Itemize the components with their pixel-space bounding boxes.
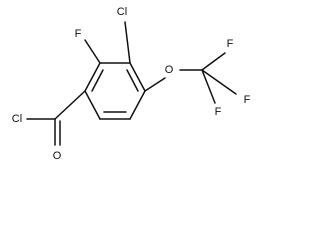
atom-label-cf3-fluorine-bottom: F	[215, 106, 222, 118]
atom-label-ring-fluorine: F	[75, 28, 82, 40]
bond-cf3-to-right-fluorine	[201, 69, 237, 95]
bond-ring-to-chlorine	[124, 21, 131, 64]
bond-cf3-to-bottom-fluorine	[201, 69, 216, 104]
bond-lines	[26, 21, 237, 146]
molecule-svg: Cl O F Cl O F F F	[12, 6, 251, 162]
ring-double-c1-c2	[91, 69, 104, 92]
chemical-structure-diagram: Cl O F Cl O F F F	[11, 5, 251, 162]
atom-label-carbonyl-oxygen: O	[53, 150, 62, 162]
atom-label-cf3-fluorine-top: F	[227, 38, 234, 50]
atom-label-acyl-chlorine: Cl	[12, 113, 22, 125]
atom-label-ether-oxygen: O	[165, 64, 174, 76]
ring-bond-c3-c4	[129, 62, 146, 92]
ring-bond-c4-c5	[129, 90, 146, 120]
atom-labels: Cl O F Cl O F F F	[12, 6, 251, 162]
atom-label-ring-chlorine: Cl	[117, 6, 127, 18]
bond-ring-to-ether-oxygen	[144, 77, 166, 92]
bond-ring-to-acyl-carbon	[54, 90, 86, 120]
bond-ring-to-fluorine	[84, 39, 101, 64]
bond-cf3-to-top-fluorine	[201, 52, 226, 71]
ring-double-c3-c4	[126, 69, 139, 92]
atom-label-cf3-fluorine-right: F	[244, 94, 251, 106]
ring-bond-c6-c1	[84, 90, 101, 120]
ring-bond-c1-c2	[84, 62, 101, 92]
